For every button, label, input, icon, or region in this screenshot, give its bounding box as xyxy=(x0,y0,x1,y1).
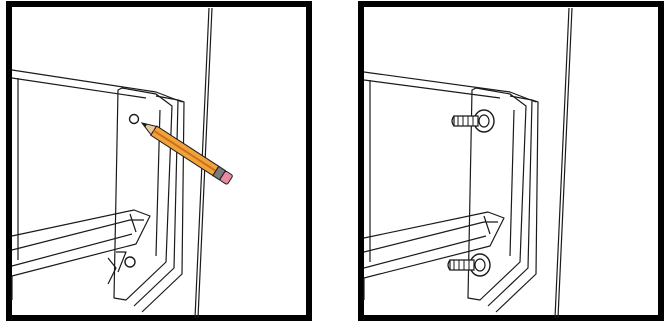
panel-corner-tab xyxy=(358,2,402,7)
upper-wall-anchor xyxy=(451,109,495,133)
lower-hole-mark xyxy=(124,256,136,268)
cabinet-frame xyxy=(363,7,573,319)
pencil-icon xyxy=(140,122,233,185)
install-anchors-illustration xyxy=(358,1,664,321)
upper-hole-mark xyxy=(128,113,140,125)
panel-frame xyxy=(358,1,664,321)
panel-corner-tab xyxy=(6,2,42,7)
drawer-rail xyxy=(363,211,505,279)
panel-mark-holes xyxy=(6,0,312,324)
drawer-rail xyxy=(11,209,151,277)
lower-wall-anchor xyxy=(447,253,491,277)
mark-holes-illustration xyxy=(6,1,312,321)
panel-frame xyxy=(6,1,312,321)
cabinet-frame xyxy=(11,7,213,319)
panel-install-anchors xyxy=(358,0,664,324)
mounting-bracket xyxy=(113,87,173,301)
